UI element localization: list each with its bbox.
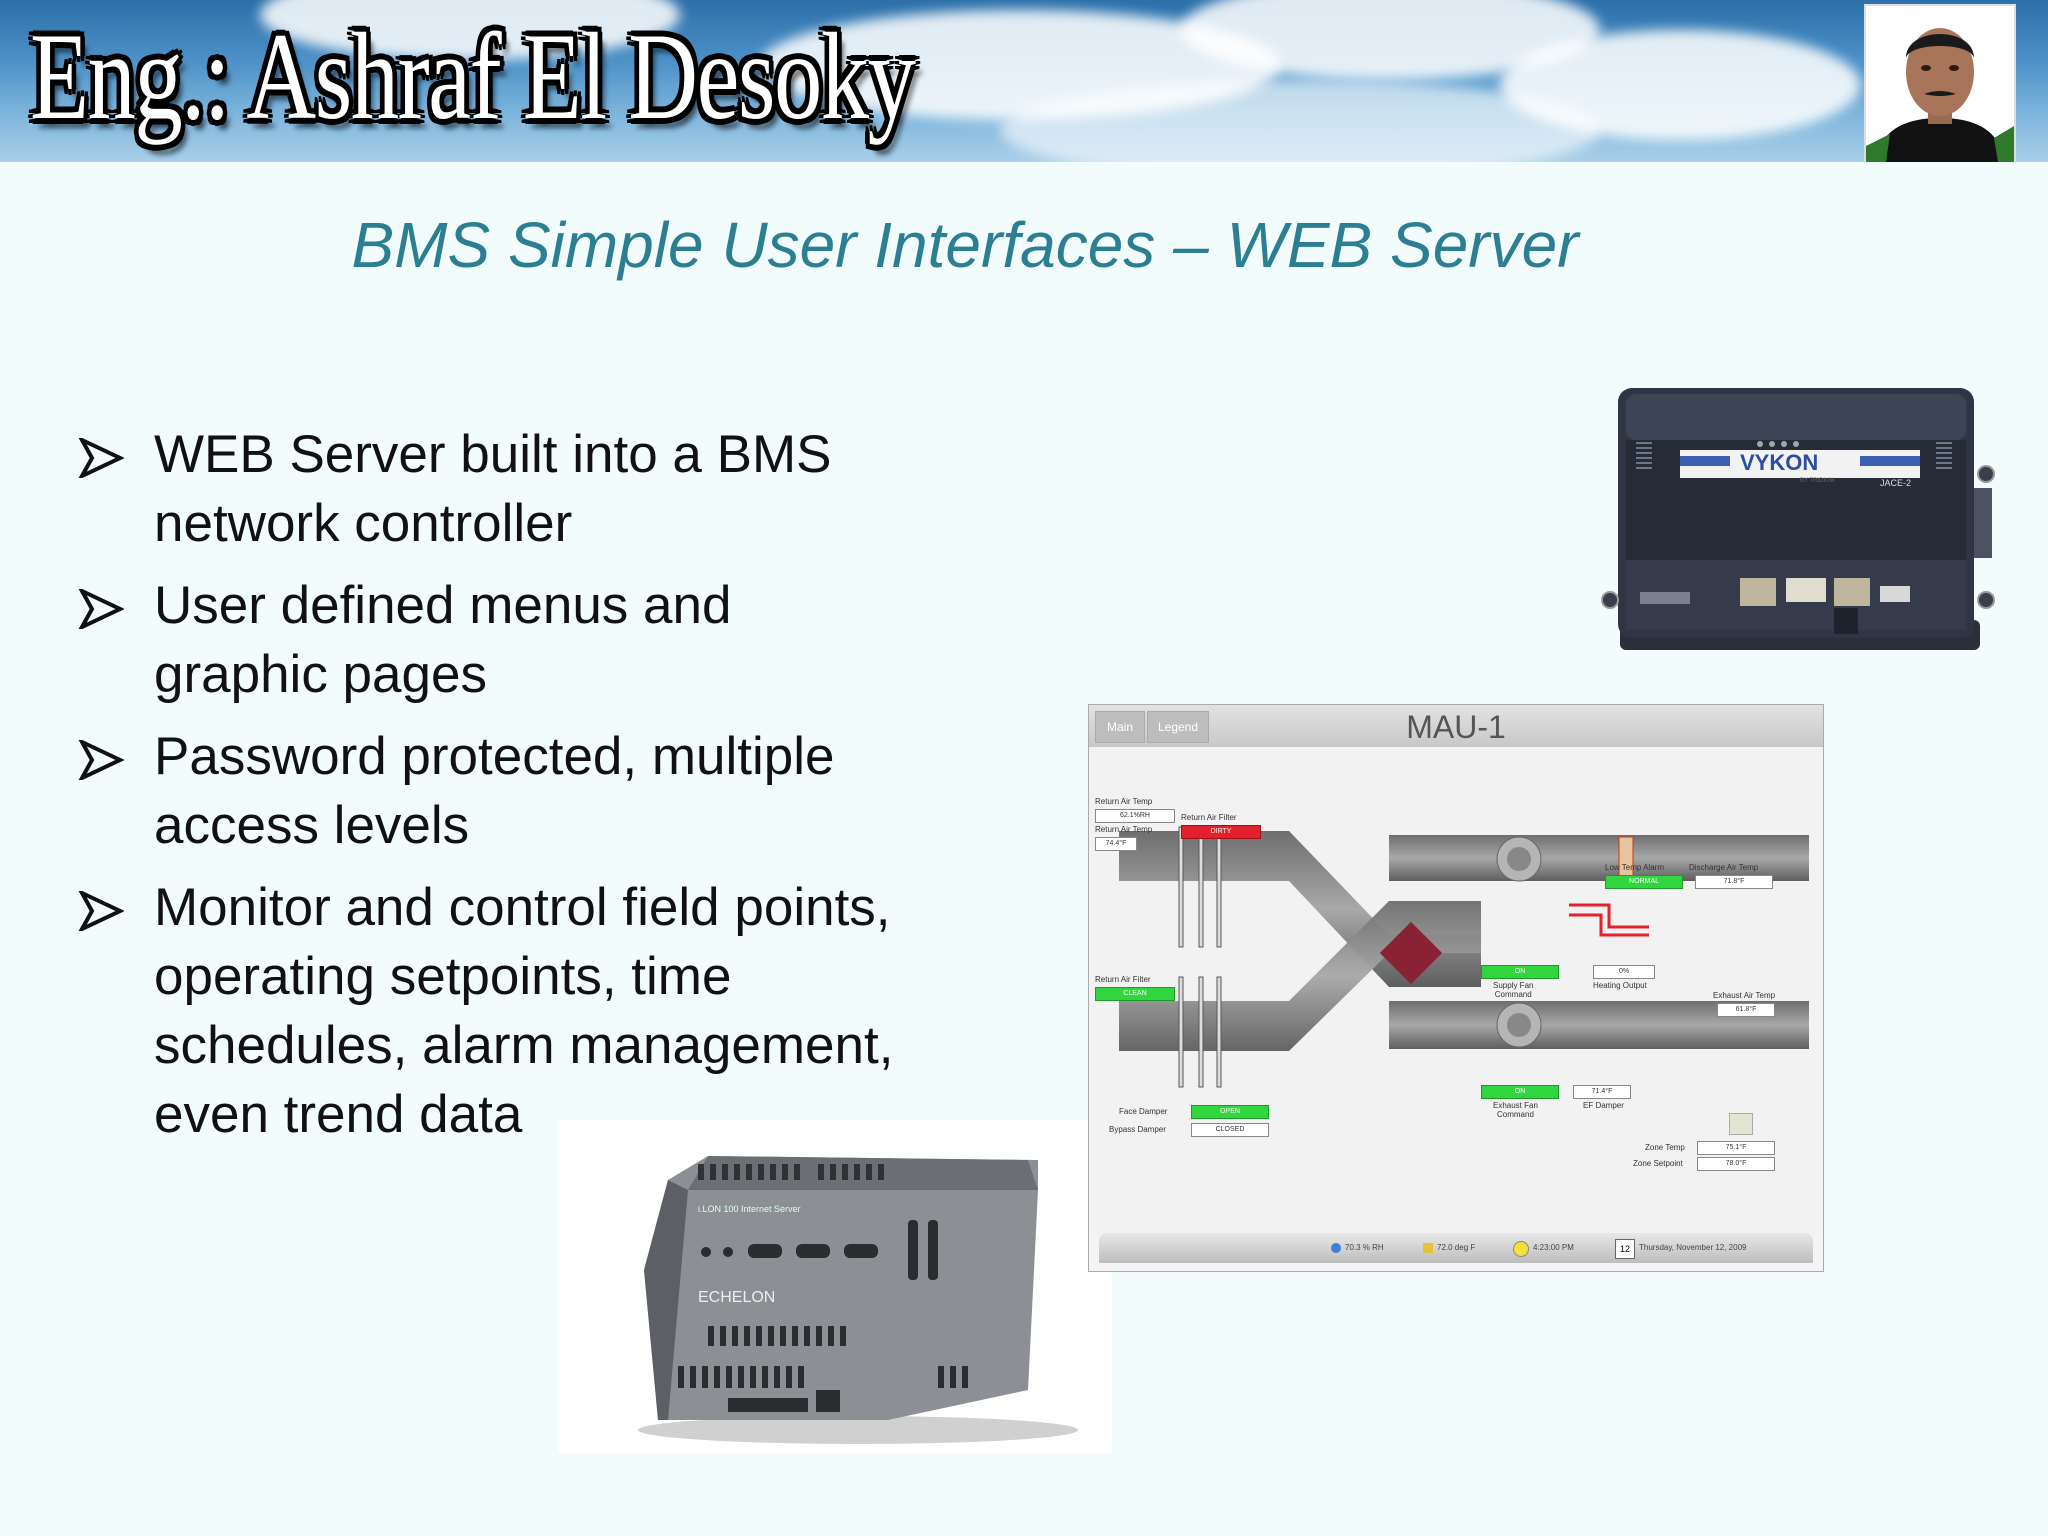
heating-output-label: Heating Output: [1593, 981, 1647, 990]
low-temp-alarm-label: Low Temp Alarm: [1605, 863, 1664, 872]
humidity-readout: 70.3 % RH: [1345, 1243, 1384, 1252]
mau-title: MAU-1: [1406, 709, 1506, 745]
return-air-filter-status: DIRTY: [1181, 825, 1261, 839]
return-air-filter-label: Return Air Filter: [1181, 813, 1237, 822]
jace-brand-sub: BY TRIDIUM: [1800, 478, 1834, 484]
arrow-bullet-icon: [78, 589, 124, 629]
zone-temp-value: 75.1°F: [1697, 1141, 1775, 1155]
return-air-temp-label-2: Return Air Temp: [1095, 825, 1153, 834]
temperature-readout: 72.0 deg F: [1437, 1243, 1476, 1252]
exhaust-fan-label: Exhaust Fan Command: [1493, 1101, 1538, 1119]
arrow-bullet-icon: [78, 740, 124, 780]
ef-damper-value[interactable]: 71.4°F: [1573, 1085, 1631, 1099]
temperature-icon: [1423, 1243, 1433, 1253]
mau-status-bar: 70.3 % RH 72.0 deg F 4:23:00 PM 12 Thurs…: [1099, 1233, 1813, 1263]
return-air-filter-status-2: CLEAN: [1095, 987, 1175, 1001]
bullet-text: User defined menus and graphic pages: [154, 576, 732, 704]
return-air-rh-value: 62.1%RH: [1095, 809, 1175, 823]
jace-model: JACE-2: [1880, 478, 1911, 488]
exhaust-fan-status[interactable]: ON: [1481, 1085, 1559, 1099]
discharge-air-temp-value: 71.8°F: [1695, 875, 1773, 889]
exhaust-air-temp-value: 61.8°F: [1717, 1003, 1775, 1017]
echelon-label: i.LON 100 Internet Server: [698, 1204, 801, 1214]
echelon-brand: ECHELON: [698, 1289, 775, 1306]
zone-setpoint-label: Zone Setpoint: [1633, 1159, 1683, 1168]
echelon-server-image: i.LON 100 Internet Server ECHELON: [558, 1120, 1112, 1454]
discharge-air-temp-label: Discharge Air Temp: [1689, 863, 1759, 872]
bullet-item: Password protected, multiple access leve…: [78, 722, 978, 860]
time-readout: 4:23:00 PM: [1533, 1243, 1574, 1252]
heating-output-value[interactable]: 0%: [1593, 965, 1655, 979]
return-air-temp-label: Return Air Temp: [1095, 797, 1153, 806]
date-readout: Thursday, November 12, 2009: [1639, 1243, 1747, 1252]
return-air-filter-label-2: Return Air Filter: [1095, 975, 1151, 984]
bullet-text: WEB Server built into a BMS network cont…: [154, 425, 832, 553]
mau-graphic-panel: Main Legend MAU-1 Return Air Temp 62.1%R…: [1088, 704, 1824, 1272]
bullet-item: User defined menus and graphic pages: [78, 571, 978, 709]
low-temp-alarm-status: NORMAL: [1605, 875, 1683, 889]
bypass-damper-status[interactable]: CLOSED: [1191, 1123, 1269, 1137]
slide-title: BMS Simple User Interfaces – WEB Server: [351, 209, 1579, 281]
exhaust-air-temp-label: Exhaust Air Temp: [1713, 991, 1776, 1000]
jace-brand: VYKON: [1740, 450, 1818, 475]
ef-damper-label: EF Damper: [1583, 1101, 1624, 1110]
zone-temp-label: Zone Temp: [1645, 1143, 1685, 1152]
bullet-text: Password protected, multiple access leve…: [154, 727, 835, 855]
clock-icon: [1513, 1241, 1529, 1257]
face-damper-label: Face Damper: [1119, 1107, 1168, 1116]
author-photo: [1864, 4, 2016, 162]
zone-setpoint-value[interactable]: 78.0°F: [1697, 1157, 1775, 1171]
arrow-bullet-icon: [78, 891, 124, 931]
bullet-item: WEB Server built into a BMS network cont…: [78, 420, 978, 558]
header-banner: Eng.: Ashraf El Desoky: [0, 0, 2048, 162]
supply-fan-status[interactable]: ON: [1481, 965, 1559, 979]
face-damper-status[interactable]: OPEN: [1191, 1105, 1269, 1119]
mau-top-bar: Main Legend MAU-1: [1089, 705, 1823, 748]
supply-fan-label: Supply Fan Command: [1493, 981, 1534, 999]
tab-legend[interactable]: Legend: [1147, 711, 1209, 743]
bypass-damper-label: Bypass Damper: [1109, 1125, 1166, 1134]
arrow-bullet-icon: [78, 438, 124, 478]
humidity-icon: [1331, 1243, 1341, 1253]
thermostat-icon: [1729, 1113, 1753, 1135]
bullet-list: WEB Server built into a BMS network cont…: [78, 420, 978, 1162]
return-air-temp-value: 74.4°F: [1095, 837, 1137, 851]
bullet-item: Monitor and control field points, operat…: [78, 873, 978, 1149]
calendar-icon: 12: [1615, 1239, 1635, 1259]
jace-controller-image: VYKON BY TRIDIUM JACE-2: [1601, 388, 1995, 650]
cloud: [1000, 80, 1600, 162]
tab-main[interactable]: Main: [1095, 711, 1145, 743]
banner-title: Eng.: Ashraf El Desoky: [30, 8, 916, 145]
bullet-text: Monitor and control field points, operat…: [154, 878, 894, 1144]
